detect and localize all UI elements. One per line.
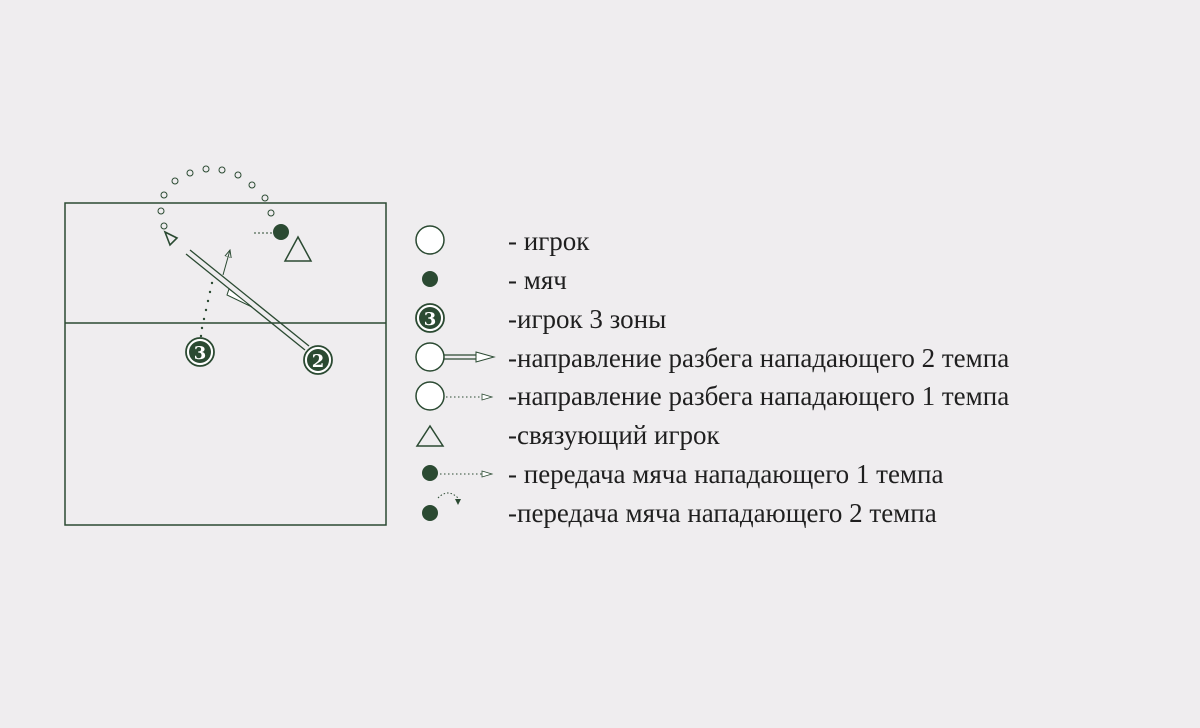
player-3-on-court: 3 <box>185 337 215 367</box>
legend-label-player-zone-3: -игрок 3 зоны <box>508 304 667 334</box>
ball-arc-pass-path <box>157 165 275 230</box>
legend-pass-2nd-tempo-symbol <box>422 492 461 521</box>
player-3-number: 3 <box>194 343 207 364</box>
small-up-arrow-line <box>222 250 230 276</box>
ball-on-court <box>273 224 289 240</box>
player-2-on-court: 2 <box>303 345 333 375</box>
legend-label-pass-2nd-tempo: -передача мяча нападающего 2 темпа <box>508 498 937 528</box>
arc-pass-arrowhead <box>163 230 179 247</box>
legend-label-setter: -связующий игрок <box>508 420 720 450</box>
legend-ball-symbol <box>422 271 438 287</box>
legend-player-symbol <box>415 225 445 255</box>
legend-label-run-1st-tempo: -направление разбега нападающего 1 темпа <box>508 381 1010 411</box>
legend-symbols: 3 <box>415 225 496 521</box>
court-boundary <box>64 202 387 526</box>
setter-triangle <box>283 235 313 262</box>
legend-label-ball: - мяч <box>508 265 567 295</box>
legend-label-run-2nd-tempo: -направление разбега нападающего 2 темпа <box>508 343 1010 373</box>
legend-player-3-symbol: 3 <box>415 303 445 333</box>
player-2-number: 2 <box>312 351 325 372</box>
legend-label-player: - игрок <box>508 226 590 256</box>
legend-player-3-number: 3 <box>424 309 437 330</box>
attacker-2-approach-path <box>185 249 310 351</box>
legend-label-pass-1st-tempo: - передача мяча нападающего 1 темпа <box>508 459 944 489</box>
legend-run-1st-tempo-symbol <box>415 381 494 411</box>
attacker-2-arrowhead <box>226 288 253 308</box>
legend-run-2nd-tempo-symbol <box>415 342 496 372</box>
legend-setter-symbol <box>415 424 445 447</box>
attacker-3-approach-dots <box>199 281 214 338</box>
court <box>64 202 387 526</box>
legend-pass-1st-tempo-symbol <box>422 465 494 481</box>
